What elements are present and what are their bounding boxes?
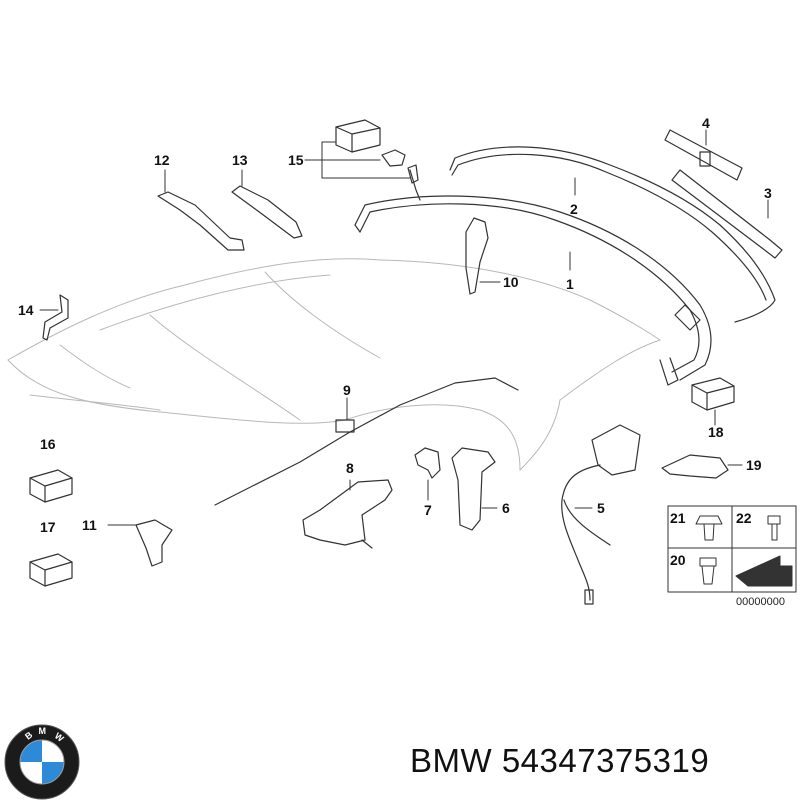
callout-12: 12 (154, 152, 170, 168)
callout-21: 21 (670, 510, 686, 526)
callout-10: 10 (503, 274, 519, 290)
part-15-pad-and-fastener (335, 119, 419, 184)
svg-text:B: B (23, 729, 35, 741)
part-11-mount (135, 519, 173, 567)
soft-top-outline (7, 258, 661, 471)
part-2-upper-rail (449, 146, 776, 323)
callout-11: 11 (82, 517, 97, 533)
part-number-caption: BMW 54347375319 (410, 742, 710, 779)
callout-8: 8 (346, 460, 354, 476)
callout-3: 3 (764, 185, 772, 201)
part-4-bracket-rail (664, 129, 743, 181)
callout-7: 7 (424, 502, 432, 518)
part-9-rod (214, 377, 519, 506)
callout-15: 15 (288, 152, 304, 168)
callout-9: 9 (343, 382, 351, 398)
callout-6: 6 (502, 500, 510, 516)
part-18-pad (691, 377, 735, 411)
bmw-logo: B M W (4, 724, 80, 800)
callout-19: 19 (746, 457, 762, 473)
part-5-cable (561, 424, 641, 605)
part-10-latch-bracket (465, 217, 489, 295)
svg-text:M: M (39, 726, 47, 736)
callout-22: 22 (736, 510, 752, 526)
part-14-pin (42, 294, 69, 341)
part-8-bracket (302, 479, 393, 549)
callout-1: 1 (566, 276, 574, 292)
callout-16: 16 (40, 436, 56, 452)
part-13-trim (231, 185, 303, 239)
part-12-support (157, 191, 245, 251)
part-7-clip (414, 447, 441, 479)
fastener-inset (667, 505, 797, 593)
callout-20: 20 (670, 552, 686, 568)
part-17-pad (29, 553, 73, 587)
callout-14: 14 (18, 302, 34, 318)
callout-13: 13 (232, 152, 248, 168)
part-6-hinge-plate (451, 447, 496, 531)
callout-18: 18 (708, 424, 724, 440)
callout-2: 2 (570, 201, 578, 217)
part-16-pad (29, 469, 73, 503)
callout-17: 17 (40, 519, 56, 535)
part-1-roof-frame (354, 169, 712, 386)
leader-lines (39, 129, 769, 526)
diagram-code: 00000000 (736, 596, 785, 608)
part-19-cover (661, 454, 729, 479)
callout-4: 4 (702, 115, 710, 131)
callout-5: 5 (597, 500, 605, 516)
part-3-seal-strip (671, 169, 783, 259)
